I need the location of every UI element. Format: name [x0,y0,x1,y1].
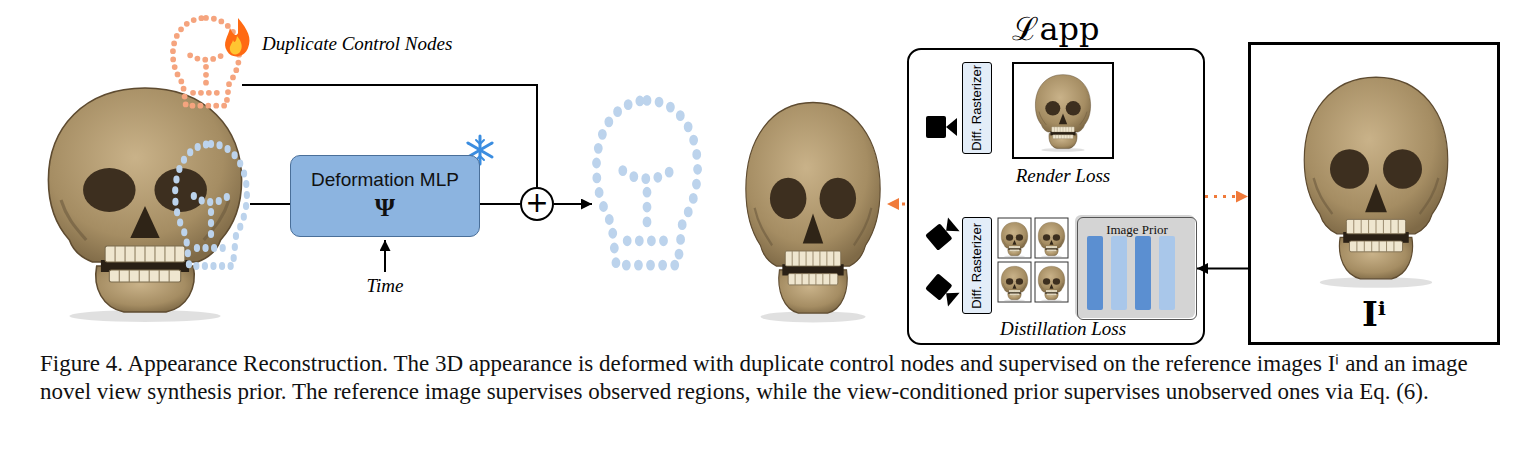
camera-icon [925,273,960,307]
flame-icon [225,18,249,56]
skull-illustration [746,103,880,323]
reference-skull [1304,77,1448,288]
node-text: Ψ [375,193,395,223]
reference-frame: Iⁱ [1248,42,1500,345]
node-text: Deformation MLP [311,169,459,191]
rasterizer-box: Diff. Rasterizer [962,62,992,154]
node-text: + [525,189,548,217]
rasterizer-box: Diff. Rasterizer [962,217,992,314]
sum-circle: + [520,187,554,221]
connector [1205,195,1248,198]
figure-caption: Figure 4. Appearance Reconstruction. The… [40,350,1485,406]
time-arrow [384,240,386,272]
input-label: Time [355,275,415,297]
network-layers [1087,236,1175,310]
render-skull [1035,75,1090,152]
render-frame [1013,63,1113,158]
mlp-box: Deformation MLPΨ [290,155,480,237]
node-text: ℒapp [909,6,1203,49]
camera-icon [926,116,957,138]
camera-icon [925,217,960,251]
skull-illustration [48,88,241,322]
loss-box: ℒappDiff. RasterizerDiff. RasterizerImag… [907,48,1205,345]
connector [480,203,520,205]
prior-box: Image Prior [1077,217,1197,320]
view-thumbnails [998,218,1068,302]
connector-layer [480,197,1248,269]
control-nodes [175,144,247,266]
input-wire [250,203,290,205]
node-text: Image Prior [1078,222,1196,238]
compare-arrow [887,203,905,206]
node-text: Diff. Rasterizer [970,223,984,309]
node-text: Iⁱ [1251,294,1497,334]
loss-label: Render Loss [983,165,1143,187]
deformed-nodes [596,100,697,265]
loss-label: Distillation Loss [963,318,1163,340]
prior-panel [1075,215,1195,318]
output-arrow [554,203,592,205]
node-text: Diff. Rasterizer [970,65,984,151]
annotation: Duplicate Control Nodes [262,33,502,55]
